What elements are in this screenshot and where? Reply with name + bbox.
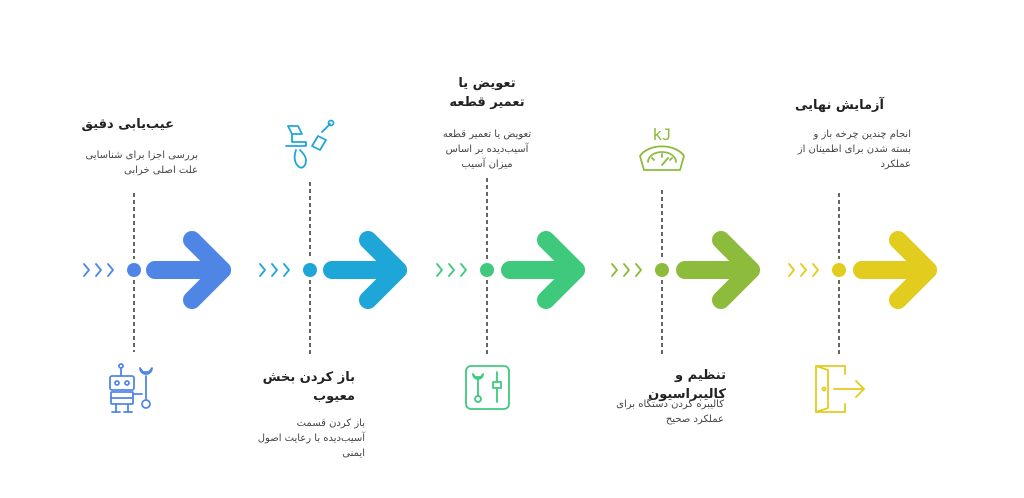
step-1-chevrons <box>83 263 114 277</box>
step-2 <box>259 119 407 355</box>
step-3-dot <box>480 263 494 277</box>
step-4-title: تنظیم و کالیبراسیون <box>648 368 726 402</box>
step-1-arrow <box>146 231 231 309</box>
step-4-arrow <box>676 231 760 309</box>
step-5-arrow <box>853 231 937 309</box>
step-3-description: تعویض یا تعمیر قطعه آسیب‌دیده بر اساس می… <box>442 129 532 170</box>
scale-kj-icon <box>639 145 685 171</box>
step-2-arrow <box>323 231 407 309</box>
step-1-title: عیب‌یابی دقیق <box>81 117 174 132</box>
step-1 <box>83 193 231 413</box>
step-3-title: تعویض یا تعمیر قطعه <box>449 76 525 110</box>
step-2-title: باز کردن بخش معیوب <box>262 370 355 404</box>
tools-panel-icon <box>465 365 510 410</box>
step-3 <box>436 178 585 410</box>
robot-wrench-icon <box>109 363 153 413</box>
faucet-icon <box>285 119 335 169</box>
step-2-description: باز کردن قسمت آسیب‌دیده با رعایت اصول ای… <box>257 418 365 459</box>
step-5 <box>788 193 937 413</box>
step-4-dot <box>655 263 669 277</box>
step-4-chevrons <box>611 263 642 277</box>
exit-door-icon <box>815 365 865 413</box>
step-4-description: کالیبره کردن دستگاه برای عملکرد صحیح <box>616 399 724 425</box>
step-1-dot <box>127 263 141 277</box>
step-2-chevrons <box>259 263 290 277</box>
step-4: kJ <box>611 125 760 355</box>
step-5-chevrons <box>788 263 819 277</box>
scale-kj-label: kJ <box>652 125 671 144</box>
step-5-description: انجام چندین چرخه باز و بسته شدن برای اطم… <box>797 129 911 170</box>
step-5-title: آزمایش نهایی <box>794 98 884 113</box>
step-5-dot <box>832 263 846 277</box>
step-3-arrow <box>501 231 585 309</box>
step-1-description: بررسی اجزا برای شناسایی علت اصلی خرابی <box>85 150 198 176</box>
step-2-dot <box>303 263 317 277</box>
step-3-chevrons <box>436 263 467 277</box>
